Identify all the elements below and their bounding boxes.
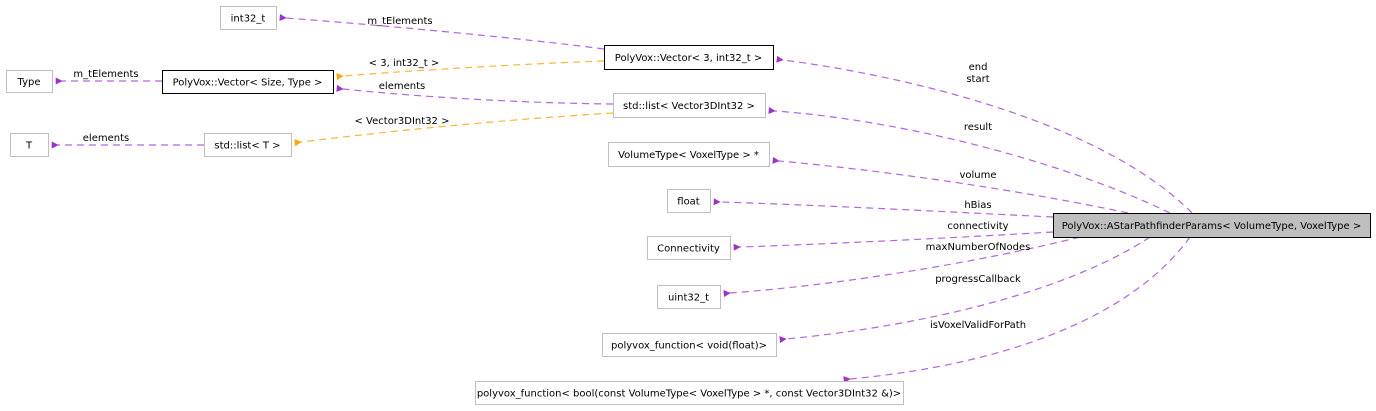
node-vec3[interactable]: PolyVox::Vector< 3, int32_t >	[604, 45, 774, 70]
usage-edge-main-to-volptr	[772, 156, 1129, 214]
edge-label: m_tElements	[367, 16, 432, 27]
node-box	[647, 236, 731, 260]
node-t: T	[10, 133, 49, 157]
node-vecST[interactable]: PolyVox::Vector< Size, Type >	[162, 70, 334, 94]
edge-label: elements	[379, 81, 425, 92]
node-uint32: uint32_t	[657, 285, 721, 309]
node-int32: int32_t	[220, 6, 277, 30]
edge-label: result	[964, 122, 992, 133]
edge-label: isVoxelValidForPath	[930, 320, 1026, 331]
node-label: Type	[17, 77, 41, 88]
edge-label: elements	[83, 133, 129, 144]
node-label: Connectivity	[657, 244, 720, 255]
node-box	[657, 285, 721, 309]
node-box	[162, 70, 334, 94]
edge-label: < Vector3DInt32 >	[355, 116, 450, 127]
template-edge-vec3-to-vecST	[336, 60, 605, 80]
node-box	[6, 70, 53, 93]
usage-edge-main-to-vec3	[776, 55, 1193, 214]
node-label: int32_t	[231, 14, 266, 25]
edge-label: < 3, int32_t >	[369, 58, 440, 69]
node-conn: Connectivity	[647, 236, 731, 260]
usage-edge-main-to-float	[713, 198, 1054, 218]
node-fnbool: polyvox_function< bool(const VolumeType<…	[475, 381, 904, 405]
node-box	[604, 45, 774, 70]
node-box	[204, 133, 292, 157]
node-type: Type	[6, 70, 53, 93]
node-listV: std::list< Vector3DInt32 >	[613, 93, 766, 118]
node-listT: std::list< T >	[204, 133, 292, 157]
node-box	[220, 6, 277, 30]
node-label: PolyVox::AStarPathfinderParams< VolumeTy…	[1062, 221, 1362, 232]
usage-edge-listV-to-vecST	[336, 84, 614, 105]
node-main[interactable]: PolyVox::AStarPathfinderParams< VolumeTy…	[1053, 213, 1371, 238]
node-volptr: VolumeType< VoxelType > *	[608, 142, 770, 167]
edge-label: m_tElements	[73, 69, 138, 80]
usage-edge-main-to-conn	[733, 231, 1054, 251]
node-label: VolumeType< VoxelType > *	[618, 150, 759, 161]
node-label: float	[677, 197, 700, 208]
node-box	[667, 189, 711, 213]
edge-label: hBias	[964, 200, 991, 211]
node-label: T	[25, 141, 33, 152]
node-label: polyvox_function< bool(const VolumeType<…	[477, 389, 901, 400]
node-box	[475, 381, 904, 405]
node-label: std::list< T >	[214, 141, 280, 152]
usage-edge-main-to-fnvoid	[779, 236, 1151, 344]
edge-label: volume	[959, 170, 996, 181]
node-box	[602, 333, 777, 357]
edge-label: start	[966, 74, 989, 85]
usage-edge-main-to-listV	[768, 107, 1171, 214]
node-box	[608, 142, 770, 167]
node-label: uint32_t	[668, 293, 709, 304]
edge-label: progressCallback	[935, 274, 1021, 285]
edge-label: maxNumberOfNodes	[926, 242, 1031, 253]
usage-edge-main-to-fnbool	[843, 236, 1191, 384]
node-box	[10, 133, 49, 157]
node-float: float	[667, 189, 711, 213]
node-box	[613, 93, 766, 118]
node-box	[1053, 213, 1371, 238]
template-edge-listV-to-listT	[294, 112, 614, 147]
node-label: polyvox_function< void(float)>	[611, 341, 767, 352]
node-fnvoid: polyvox_function< void(float)>	[602, 333, 777, 357]
usage-edge-vec3-to-int32	[279, 14, 605, 50]
usage-edge-main-to-uint32	[723, 236, 1081, 297]
edge-label: end	[969, 62, 988, 73]
node-label: PolyVox::Vector< 3, int32_t >	[615, 53, 762, 64]
edge-label: connectivity	[947, 221, 1008, 232]
node-label: std::list< Vector3DInt32 >	[623, 101, 755, 112]
node-label: PolyVox::Vector< Size, Type >	[173, 78, 323, 89]
